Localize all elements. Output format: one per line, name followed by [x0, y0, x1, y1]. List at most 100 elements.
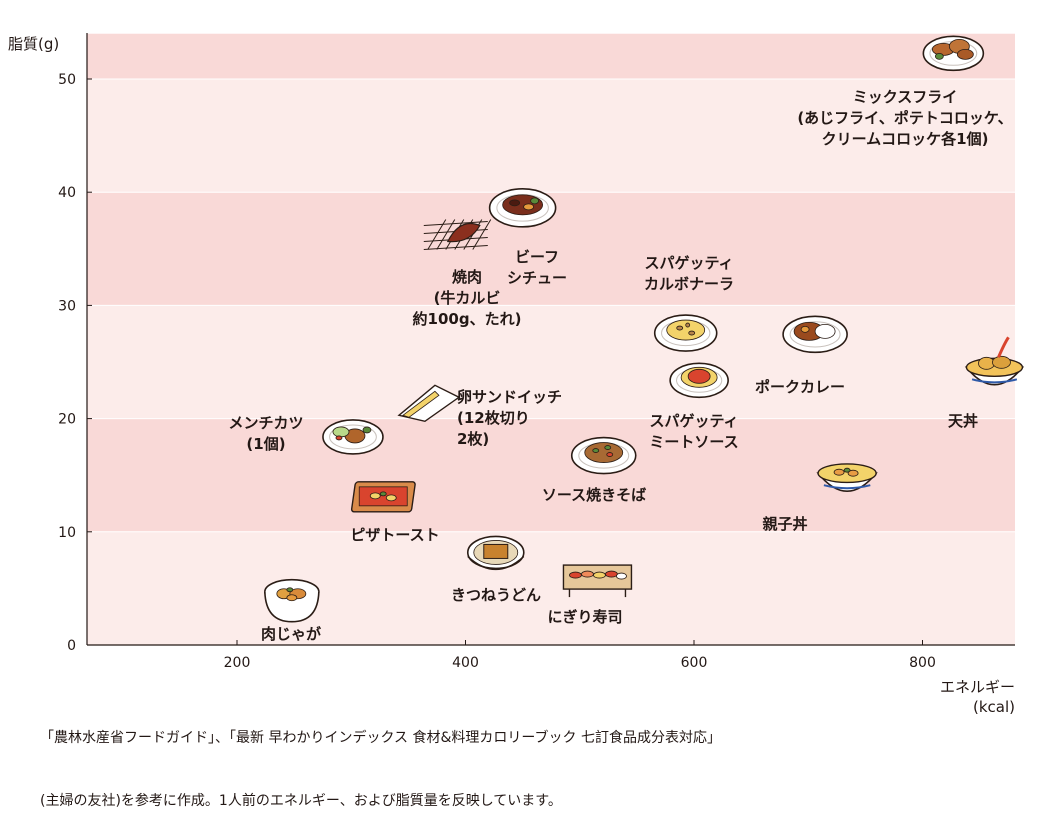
y-tick-label: 50: [58, 72, 76, 88]
x-axis-title-line: (kcal): [973, 698, 1015, 716]
oyakodon-contents: [817, 463, 877, 484]
egg-sandwich-icon: [397, 384, 461, 423]
point-label-line: 焼肉: [452, 268, 482, 286]
nikujaga-bowl-icon: [264, 578, 320, 623]
point-label-line: きつねうどん: [451, 586, 541, 604]
food-piece: [847, 469, 859, 477]
point-label: きつねうどん: [451, 586, 541, 604]
nikujaga-bowl-side: [264, 591, 320, 623]
point-label: ソース焼きそば: [542, 486, 646, 504]
axes: 0 10 20 30 40 50 200 400 600 800 脂質(g) エネルギー (kcal): [8, 33, 1015, 716]
yakiniku-grill-icon: [423, 219, 492, 250]
food-piece: [833, 468, 845, 476]
y-axis-title: 脂質(g): [8, 35, 59, 53]
food-piece: [978, 356, 995, 370]
point-label-line: 天丼: [948, 412, 978, 430]
food-piece: [992, 355, 1011, 369]
x-tick-label: 600: [681, 655, 708, 671]
grill-bar: [423, 244, 488, 250]
point-label: 肉じゃが: [261, 625, 322, 643]
y-tick-label: 20: [58, 412, 76, 428]
point-label-line: 肉じゃが: [261, 625, 322, 643]
menchi-katsu-plate-icon: [322, 419, 384, 455]
x-tick-label: 400: [452, 655, 479, 671]
grill-bar: [472, 219, 492, 250]
source-note-line-2: (主婦の友社)を参考に作成。1人前のエネルギー、および脂質量を反映しています。: [40, 793, 562, 809]
grill-bar: [436, 219, 456, 250]
pork-curry-inner-rim: [789, 321, 841, 348]
point-label: スパゲッティミートソース: [649, 412, 738, 451]
food-piece: [934, 52, 944, 60]
point-label-line: (あじフライ、ポテトコロッケ、: [797, 109, 1012, 127]
food-piece: [956, 48, 974, 60]
y-tick-label: 10: [58, 525, 76, 541]
point-label-line: スパゲッティ: [649, 412, 738, 430]
sandwich-egg: [402, 390, 440, 418]
point-label: ピザトースト: [350, 526, 439, 544]
point-label-line: 親子丼: [762, 515, 807, 533]
point-label: 焼肉(牛カルビ約100g、たれ): [413, 268, 522, 328]
food-piece: [685, 322, 691, 328]
food-piece: [814, 323, 836, 339]
point-label: スパゲッティカルボナーラ: [644, 254, 734, 293]
point-label: 親子丼: [762, 515, 807, 533]
y-tick-label: 0: [67, 638, 76, 654]
oyakodon-bowl-icon: [816, 463, 878, 492]
point-label-line: クリームコロッケ各1個): [822, 130, 989, 148]
food-piece: [800, 325, 810, 333]
x-tick-label: 200: [224, 655, 251, 671]
point-label: メンチカツ(1個): [228, 414, 303, 453]
point-label-line: 2枚): [457, 430, 489, 448]
point-label: 天丼: [948, 412, 978, 430]
point-label-line: ソース焼きそば: [542, 486, 646, 504]
toast-sauce: [358, 486, 408, 507]
band-50: [87, 33, 1015, 79]
point-label-line: カルボナーラ: [644, 275, 734, 293]
point-label-line: ビーフ: [515, 248, 559, 266]
food-piece: [335, 435, 343, 441]
tendon-bowl-icon: [964, 336, 1025, 386]
food-piece: [593, 571, 606, 579]
food-piece: [286, 594, 298, 602]
oyakodon-bowl-pattern: [823, 484, 871, 490]
food-piece: [687, 368, 711, 384]
food-piece: [530, 197, 540, 205]
food-piece: [616, 572, 627, 580]
y-tick-label: 30: [58, 298, 76, 314]
food-piece: [332, 426, 350, 438]
tendon-bowl-pattern: [971, 378, 1018, 384]
point-label: ミックスフライ (あじフライ、ポテトコロッケ、クリームコロッケ各1個): [797, 88, 1012, 148]
point-label-line: 約100g、たれ): [413, 310, 522, 328]
food-piece: [523, 203, 535, 211]
shrimp-tail: [997, 336, 1010, 358]
point-label: にぎり寿司: [547, 608, 622, 626]
food-piece: [606, 452, 614, 457]
point-label: ビーフシチュー: [507, 248, 567, 287]
carbonara-plate-icon: [653, 314, 718, 352]
food-piece: [592, 448, 600, 453]
nigiri-sushi-board-icon: [562, 564, 633, 598]
yakisoba-plate-icon: [570, 436, 637, 475]
point-label-line: メンチカツ: [228, 414, 303, 432]
food-piece: [379, 491, 387, 497]
food-piece: [676, 325, 684, 331]
food-piece: [362, 426, 372, 434]
yakiniku-meat: [446, 222, 481, 243]
point-label-line: シチュー: [507, 269, 567, 287]
point-label-line: ミックスフライ: [853, 88, 958, 106]
x-axis-title-line: エネルギー: [940, 678, 1015, 696]
food-piece: [843, 467, 851, 473]
food-piece: [509, 199, 521, 207]
band-40: [87, 79, 1015, 193]
food-piece: [369, 492, 381, 500]
source-note-line-1: 「農林水産省フードガイド」、「最新 早わかりインデックス 食材&料理カロリーブッ…: [40, 730, 722, 746]
mixed-fry-plate-icon: [922, 35, 985, 72]
food-piece: [666, 319, 706, 341]
x-tick-label: 800: [909, 655, 936, 671]
aburaage: [483, 543, 509, 559]
udon-bowl-side: [467, 555, 525, 570]
y-tick-label: 40: [58, 185, 76, 201]
point-label-line: スパゲッティ: [644, 254, 733, 272]
